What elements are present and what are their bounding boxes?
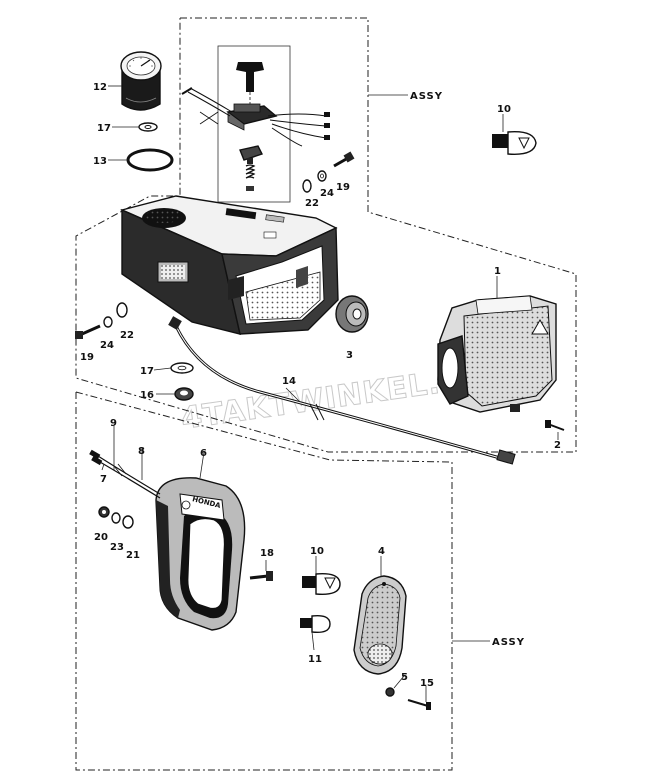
part-label-17-cable: 17 — [140, 366, 154, 377]
part-label-1: 1 — [494, 266, 501, 277]
part-label-9: 9 — [110, 418, 117, 429]
part-label-12: 12 — [93, 82, 107, 93]
headlight-bulb — [492, 131, 537, 155]
part-label-13: 13 — [93, 156, 107, 167]
part-label-11: 11 — [308, 654, 322, 665]
headlight-unit — [437, 295, 557, 413]
part-label-22-left: 22 — [120, 330, 134, 341]
hex-nut — [98, 506, 110, 518]
rubber-grommet — [335, 295, 369, 333]
taillight-lens — [353, 575, 407, 675]
part-label-22: 22 — [305, 198, 319, 209]
assy-label-lower: ASSY — [492, 637, 525, 648]
leader-lines — [101, 85, 559, 702]
part-label-5: 5 — [401, 672, 408, 683]
part-label-21: 21 — [126, 550, 140, 561]
part-label-8: 8 — [138, 446, 145, 457]
taillight-bolt — [249, 571, 273, 581]
part-label-15: 15 — [420, 678, 434, 689]
part-label-18: 18 — [260, 548, 274, 559]
part-label-10-lower: 10 — [310, 546, 324, 557]
mounting-bolt-upper — [333, 151, 355, 168]
tail-bulb — [302, 573, 341, 595]
part-label-7: 7 — [100, 474, 107, 485]
part-label-17: 17 — [97, 123, 111, 134]
spring-washer-lower — [111, 512, 121, 524]
part-label-20: 20 — [94, 532, 108, 543]
spring-washer-upper — [317, 170, 327, 182]
part-label-24-left: 24 — [100, 340, 114, 351]
speedometer-gauge — [120, 51, 162, 111]
part-label-4: 4 — [378, 546, 385, 557]
part-label-14: 14 — [282, 376, 296, 387]
rubber-washer — [138, 122, 158, 132]
upper-assembly-outline — [75, 17, 577, 453]
part-label-6: 6 — [200, 448, 207, 459]
stop-bulb — [300, 614, 331, 634]
part-label-19: 19 — [336, 182, 350, 193]
cable-washer — [170, 362, 194, 374]
speedometer-cable — [168, 316, 516, 465]
wiring-leads — [181, 87, 330, 147]
part-label-24: 24 — [320, 188, 334, 199]
flat-washer-left — [116, 302, 128, 318]
light-switch-assembly — [217, 45, 291, 203]
headlight-case-body — [119, 195, 339, 335]
taillight-housing: HONDA — [155, 477, 246, 631]
flat-washer-upper — [302, 179, 312, 193]
lens-screw — [407, 699, 431, 710]
mounting-bolt-left — [75, 324, 101, 339]
part-label-10: 10 — [497, 104, 511, 115]
headlight-screw — [545, 420, 565, 431]
lower-assembly-outline — [75, 391, 453, 771]
flat-washer-lower — [122, 515, 134, 529]
part-label-23: 23 — [110, 542, 124, 553]
assy-label-upper: ASSY — [410, 91, 443, 102]
taillight-wires — [89, 449, 161, 499]
part-label-2: 2 — [554, 440, 561, 451]
part-label-16: 16 — [140, 390, 154, 401]
cable-grommet — [174, 387, 194, 401]
part-number-labels: 12 17 13 10 19 24 22 1 22 24 19 3 17 14 … — [80, 82, 561, 689]
part-label-3: 3 — [346, 350, 353, 361]
spring-washer-left — [103, 316, 113, 328]
part-label-19-left: 19 — [80, 352, 94, 363]
gauge-ring-seal — [126, 148, 174, 172]
lens-nut — [385, 687, 395, 697]
